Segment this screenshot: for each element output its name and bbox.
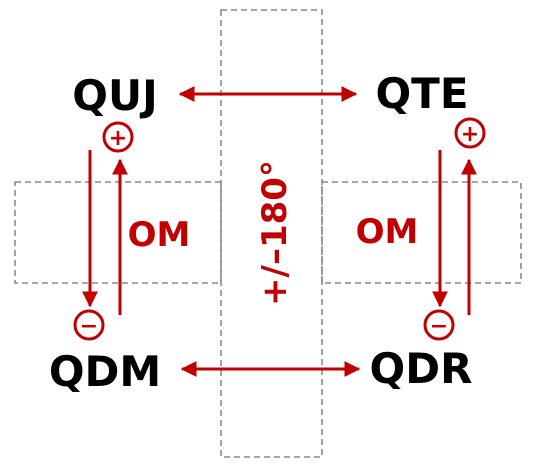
left-band-label: OM <box>128 215 191 255</box>
minus-sign-left: − <box>80 314 98 339</box>
minus-icon: − <box>73 309 105 341</box>
node-top-left: QUJ <box>72 71 157 120</box>
right-band-label: OM <box>356 212 419 252</box>
minus-sign-right: − <box>430 314 448 339</box>
plus-icon: + <box>102 121 134 153</box>
plus-icon: + <box>454 117 486 149</box>
vertical-dashed-band <box>220 9 323 458</box>
node-bottom-left: QDM <box>49 347 161 396</box>
right-dashed-band <box>321 181 522 284</box>
node-top-right: QTE <box>375 69 468 118</box>
left-dashed-band <box>14 181 222 284</box>
node-bottom-right: QDR <box>370 344 473 393</box>
plus-sign-right: + <box>461 122 479 147</box>
minus-icon: − <box>423 309 455 341</box>
plus-sign-left: + <box>109 126 127 151</box>
vertical-band-label: +/–180° <box>255 160 295 306</box>
